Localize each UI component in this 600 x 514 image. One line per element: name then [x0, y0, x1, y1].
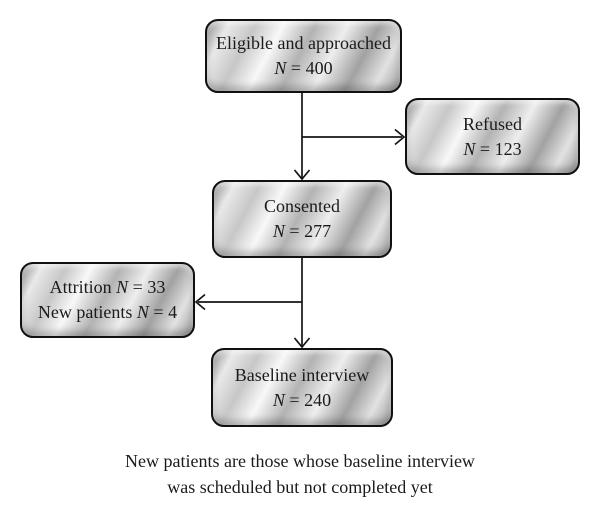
- box-consented: Consented N = 277: [212, 180, 392, 258]
- n-value: = 400: [290, 58, 333, 78]
- box-baseline-interview: Baseline interview N = 240: [211, 348, 393, 427]
- box-line1: Attrition N = 33: [50, 275, 166, 300]
- edge-eligible-consented-arrowhead: [293, 169, 311, 181]
- attrition-label: Attrition: [49, 277, 112, 297]
- edge-consented-attrition-arrowhead: [194, 293, 206, 311]
- box-title-text: Eligible and approached: [216, 33, 391, 53]
- box-title: Refused: [463, 112, 522, 137]
- box-line2: New patients N = 4: [38, 300, 177, 325]
- n-symbol: N: [274, 58, 287, 78]
- n-value: = 33: [132, 277, 166, 297]
- n-symbol: N: [136, 302, 149, 322]
- caption-line-2: was scheduled but not completed yet: [167, 477, 433, 497]
- n-value: = 4: [153, 302, 178, 322]
- box-title: Consented: [264, 194, 340, 219]
- n-symbol: N: [272, 389, 285, 410]
- box-title-text: Consented: [264, 196, 340, 216]
- edge-consented-baseline-arrowhead: [293, 337, 311, 349]
- n-symbol: N: [272, 221, 285, 241]
- box-count: N = 277: [273, 219, 331, 244]
- edge-eligible-refused-arrowhead: [394, 128, 406, 146]
- box-count: N = 240: [273, 388, 331, 413]
- new-patients-label: New patients: [37, 302, 133, 322]
- box-refused: Refused N = 123: [405, 98, 580, 175]
- n-value: = 277: [289, 221, 332, 241]
- box-title-text: Baseline interview: [234, 364, 370, 385]
- box-count: N = 123: [463, 137, 521, 162]
- n-value: = 123: [479, 138, 522, 159]
- n-symbol: N: [116, 277, 129, 297]
- box-title: Baseline interview: [235, 363, 369, 388]
- figure-caption: New patients are those whose baseline in…: [0, 448, 600, 500]
- n-symbol: N: [463, 138, 476, 159]
- box-title: Eligible and approached: [216, 31, 391, 56]
- box-count: N = 400: [274, 56, 332, 81]
- caption-line-1: New patients are those whose baseline in…: [125, 451, 475, 471]
- n-value: = 240: [289, 389, 332, 410]
- box-attrition-new-patients: Attrition N = 33 New patients N = 4: [20, 262, 195, 338]
- box-title-text: Refused: [463, 113, 522, 134]
- box-eligible-and-approached: Eligible and approached N = 400: [205, 19, 402, 93]
